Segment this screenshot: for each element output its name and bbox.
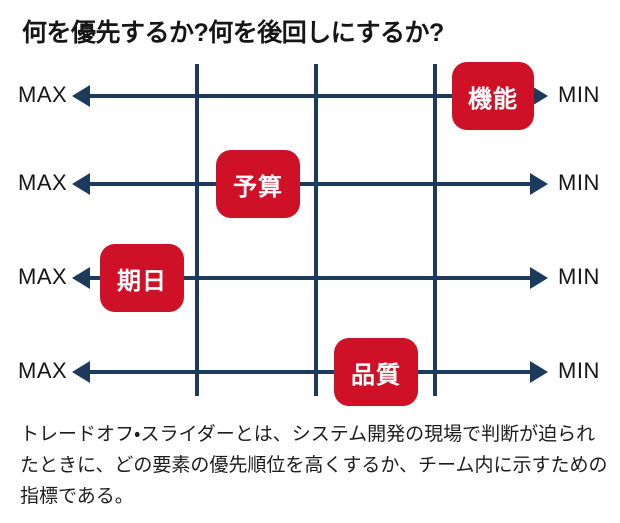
arrow-left-icon-3 xyxy=(72,267,90,289)
axis-line-3 xyxy=(86,276,538,280)
slider-marker-kinou[interactable]: 機能 xyxy=(452,62,534,130)
tradeoff-slider-chart: MAX 機能 MIN MAX 予算 MIN MAX 期日 MIN MAX 品質 … xyxy=(0,55,620,406)
arrow-left-icon-2 xyxy=(72,173,90,195)
arrow-right-icon-1 xyxy=(530,85,548,107)
gridline-vertical-1 xyxy=(195,64,199,396)
arrow-left-icon-4 xyxy=(72,361,90,383)
caption-text: トレードオフ・スライダーとは、システム開発の現場で判断が迫られたときに、どの要素… xyxy=(20,424,608,507)
arrow-right-icon-2 xyxy=(530,173,548,195)
slider-marker-hinshitsu[interactable]: 品質 xyxy=(334,338,418,406)
arrow-right-icon-3 xyxy=(530,267,548,289)
axis-max-label-3: MAX xyxy=(18,264,68,289)
axis-line-2 xyxy=(86,182,538,186)
axis-line-1 xyxy=(86,94,538,98)
arrow-left-icon-1 xyxy=(72,85,90,107)
axis-min-label-2: MIN xyxy=(558,170,600,195)
axis-max-label-4: MAX xyxy=(18,358,68,383)
arrow-right-icon-4 xyxy=(530,361,548,383)
axis-min-label-1: MIN xyxy=(558,82,600,107)
axis-line-4 xyxy=(86,370,538,374)
gridline-vertical-2 xyxy=(314,64,318,396)
slider-marker-yosan[interactable]: 予算 xyxy=(216,150,300,218)
axis-max-label-2: MAX xyxy=(18,170,68,195)
axis-min-label-3: MIN xyxy=(558,264,600,289)
page-title: 何を優先するか?何を後回しにするか? xyxy=(22,19,444,47)
axis-max-label-1: MAX xyxy=(18,82,68,107)
axis-min-label-4: MIN xyxy=(558,358,600,383)
slider-marker-kijitsu[interactable]: 期日 xyxy=(100,244,184,312)
gridline-vertical-3 xyxy=(433,64,437,396)
